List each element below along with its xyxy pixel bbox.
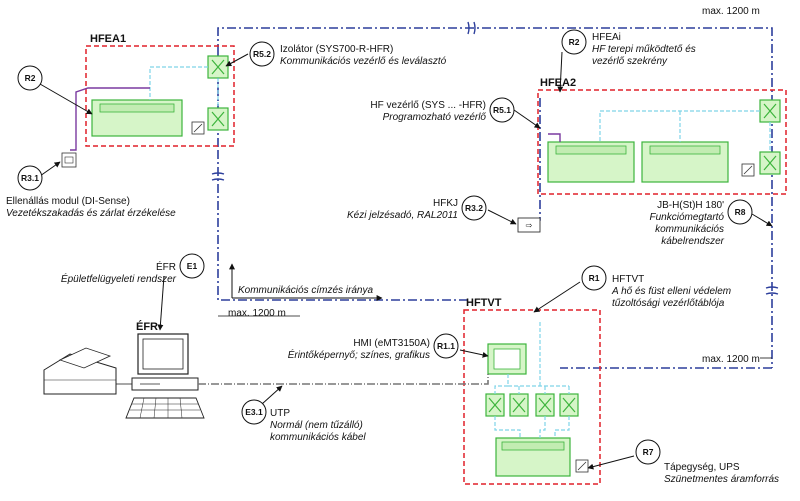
text-r52: Izolátor (SYS700-R-HFR) Kommunikációs ve… [280, 44, 447, 67]
svg-text:vezérlő szekrény: vezérlő szekrény [592, 56, 668, 67]
svg-text:HFTVT: HFTVT [612, 274, 644, 285]
callout-r31: R3.1 [17, 165, 43, 191]
svg-text:Szünetmentes áramforrás: Szünetmentes áramforrás [664, 474, 779, 485]
svg-text:Kommunikációs vezérlő és levál: Kommunikációs vezérlő és leválasztó [280, 56, 447, 67]
callout-r2-left: R2 [17, 65, 43, 91]
dimension-right: max. 1200 m [702, 354, 760, 365]
svg-text:Épületfelügyeleti rendszer: Épületfelügyeleti rendszer [61, 272, 177, 285]
svg-text:kommunikációs: kommunikációs [655, 224, 724, 235]
hftvt-cabinet: HFTVT [463, 297, 601, 485]
call-point-symbol: ⇨ [526, 221, 533, 230]
svg-text:Érintőképernyő; színes, grafik: Érintőképernyő; színes, grafikus [288, 348, 430, 361]
svg-text:HFEAi: HFEAi [592, 32, 621, 43]
callout-r2-right: R2 [561, 29, 587, 55]
resistance-module [61, 152, 77, 168]
svg-text:Ellenállás modul (DI-Sense): Ellenállás modul (DI-Sense) [6, 196, 130, 207]
svg-text:Funkciómegtartó: Funkciómegtartó [650, 212, 725, 223]
svg-text:JB-H(St)H 180': JB-H(St)H 180' [657, 200, 724, 211]
callout-r1: R1 [581, 265, 607, 291]
dimension-lines [218, 315, 772, 359]
text-r51: HF vezérlő (SYS ... -HFR) Programozható … [370, 100, 486, 123]
hfea1-cabinet: HFEA1 [70, 33, 235, 151]
svg-text:R2: R2 [569, 37, 580, 47]
callout-r32: R3.2 [461, 195, 487, 221]
text-e1: ÉFR Épületfelügyeleti rendszer [61, 260, 177, 285]
svg-text:R7: R7 [643, 447, 654, 457]
dimension-top: max. 1200 m [702, 6, 760, 17]
svg-text:Vezetékszakadás és zárlat érzé: Vezetékszakadás és zárlat érzékelése [6, 208, 176, 219]
text-e31: UTP Normál (nem tűzálló) kommunikációs k… [270, 408, 366, 443]
addressing-label: Kommunikációs címzés iránya [238, 285, 373, 296]
svg-text:A hő és füst elleni védelem: A hő és füst elleni védelem [611, 286, 731, 297]
callout-r51: R5.1 [489, 97, 515, 123]
hfea1-title: HFEA1 [90, 33, 126, 45]
svg-text:R8: R8 [735, 207, 746, 217]
svg-text:ÉFR: ÉFR [156, 260, 176, 273]
svg-text:R5.2: R5.2 [253, 49, 271, 59]
efr-workstation: ÉFR [43, 320, 205, 419]
callout-r52: R5.2 [249, 41, 275, 67]
addressing-arrow: Kommunikációs címzés iránya [229, 263, 383, 301]
hfea2-title: HFEA2 [540, 77, 576, 89]
hfea2-cabinet: HFEA2 [537, 77, 787, 195]
svg-text:R5.1: R5.1 [493, 105, 511, 115]
svg-text:kábelrendszer: kábelrendszer [661, 236, 724, 247]
text-r8: JB-H(St)H 180' Funkciómegtartó kommuniká… [650, 200, 725, 247]
svg-text:Izolátor (SYS700-R-HFR): Izolátor (SYS700-R-HFR) [280, 44, 393, 55]
svg-text:tűzoltósági vezérlőtáblója: tűzoltósági vezérlőtáblója [612, 298, 725, 309]
svg-text:R3.1: R3.1 [21, 173, 39, 183]
svg-text:Normál (nem tűzálló): Normál (nem tűzálló) [270, 420, 363, 431]
bus-break-marks [211, 21, 779, 295]
svg-text:E1: E1 [187, 261, 198, 271]
text-r1: HFTVT A hő és füst elleni védelem tűzolt… [611, 274, 731, 309]
manual-call-point: ⇨ [517, 217, 541, 233]
svg-text:HF vezérlő (SYS ... -HFR): HF vezérlő (SYS ... -HFR) [370, 100, 486, 111]
svg-text:HFKJ: HFKJ [433, 198, 458, 209]
dimension-left: max. 1200 m [228, 308, 286, 319]
svg-text:E3.1: E3.1 [245, 407, 263, 417]
svg-text:R1.1: R1.1 [437, 341, 455, 351]
svg-text:kommunikációs kábel: kommunikációs kábel [270, 432, 366, 443]
callout-leaders [39, 51, 773, 470]
callout-e1: E1 [179, 253, 205, 279]
efr-title: ÉFR [136, 320, 158, 333]
callout-r7: R7 [635, 439, 661, 465]
svg-text:Kézi jelzésadó, RAL2011: Kézi jelzésadó, RAL2011 [347, 210, 458, 221]
svg-text:Tápegység, UPS: Tápegység, UPS [664, 462, 740, 473]
communication-bus [217, 27, 773, 369]
text-r2-right: HFEAi HF terepi működtető és vezérlő sze… [592, 32, 696, 67]
callout-r8: R8 [727, 199, 753, 225]
svg-text:HMI (eMT3150A): HMI (eMT3150A) [353, 338, 430, 349]
callout-r11: R1.1 [433, 333, 459, 359]
svg-text:R2: R2 [25, 73, 36, 83]
text-r31: Ellenállás modul (DI-Sense) Vezetékszaka… [6, 196, 176, 219]
hftvt-title: HFTVT [466, 297, 502, 309]
svg-text:HF terepi működtető és: HF terepi működtető és [592, 44, 696, 55]
utp-cable [198, 374, 489, 385]
text-r32: HFKJ Kézi jelzésadó, RAL2011 [347, 198, 458, 221]
svg-text:R1: R1 [589, 273, 600, 283]
svg-text:R3.2: R3.2 [465, 203, 483, 213]
svg-text:Programozható vezérlő: Programozható vezérlő [383, 112, 487, 123]
svg-text:UTP: UTP [270, 408, 290, 419]
callout-e31: E3.1 [241, 399, 267, 425]
text-r7: Tápegység, UPS Szünetmentes áramforrás [664, 462, 779, 485]
text-r11: HMI (eMT3150A) Érintőképernyő; színes, g… [288, 338, 430, 361]
